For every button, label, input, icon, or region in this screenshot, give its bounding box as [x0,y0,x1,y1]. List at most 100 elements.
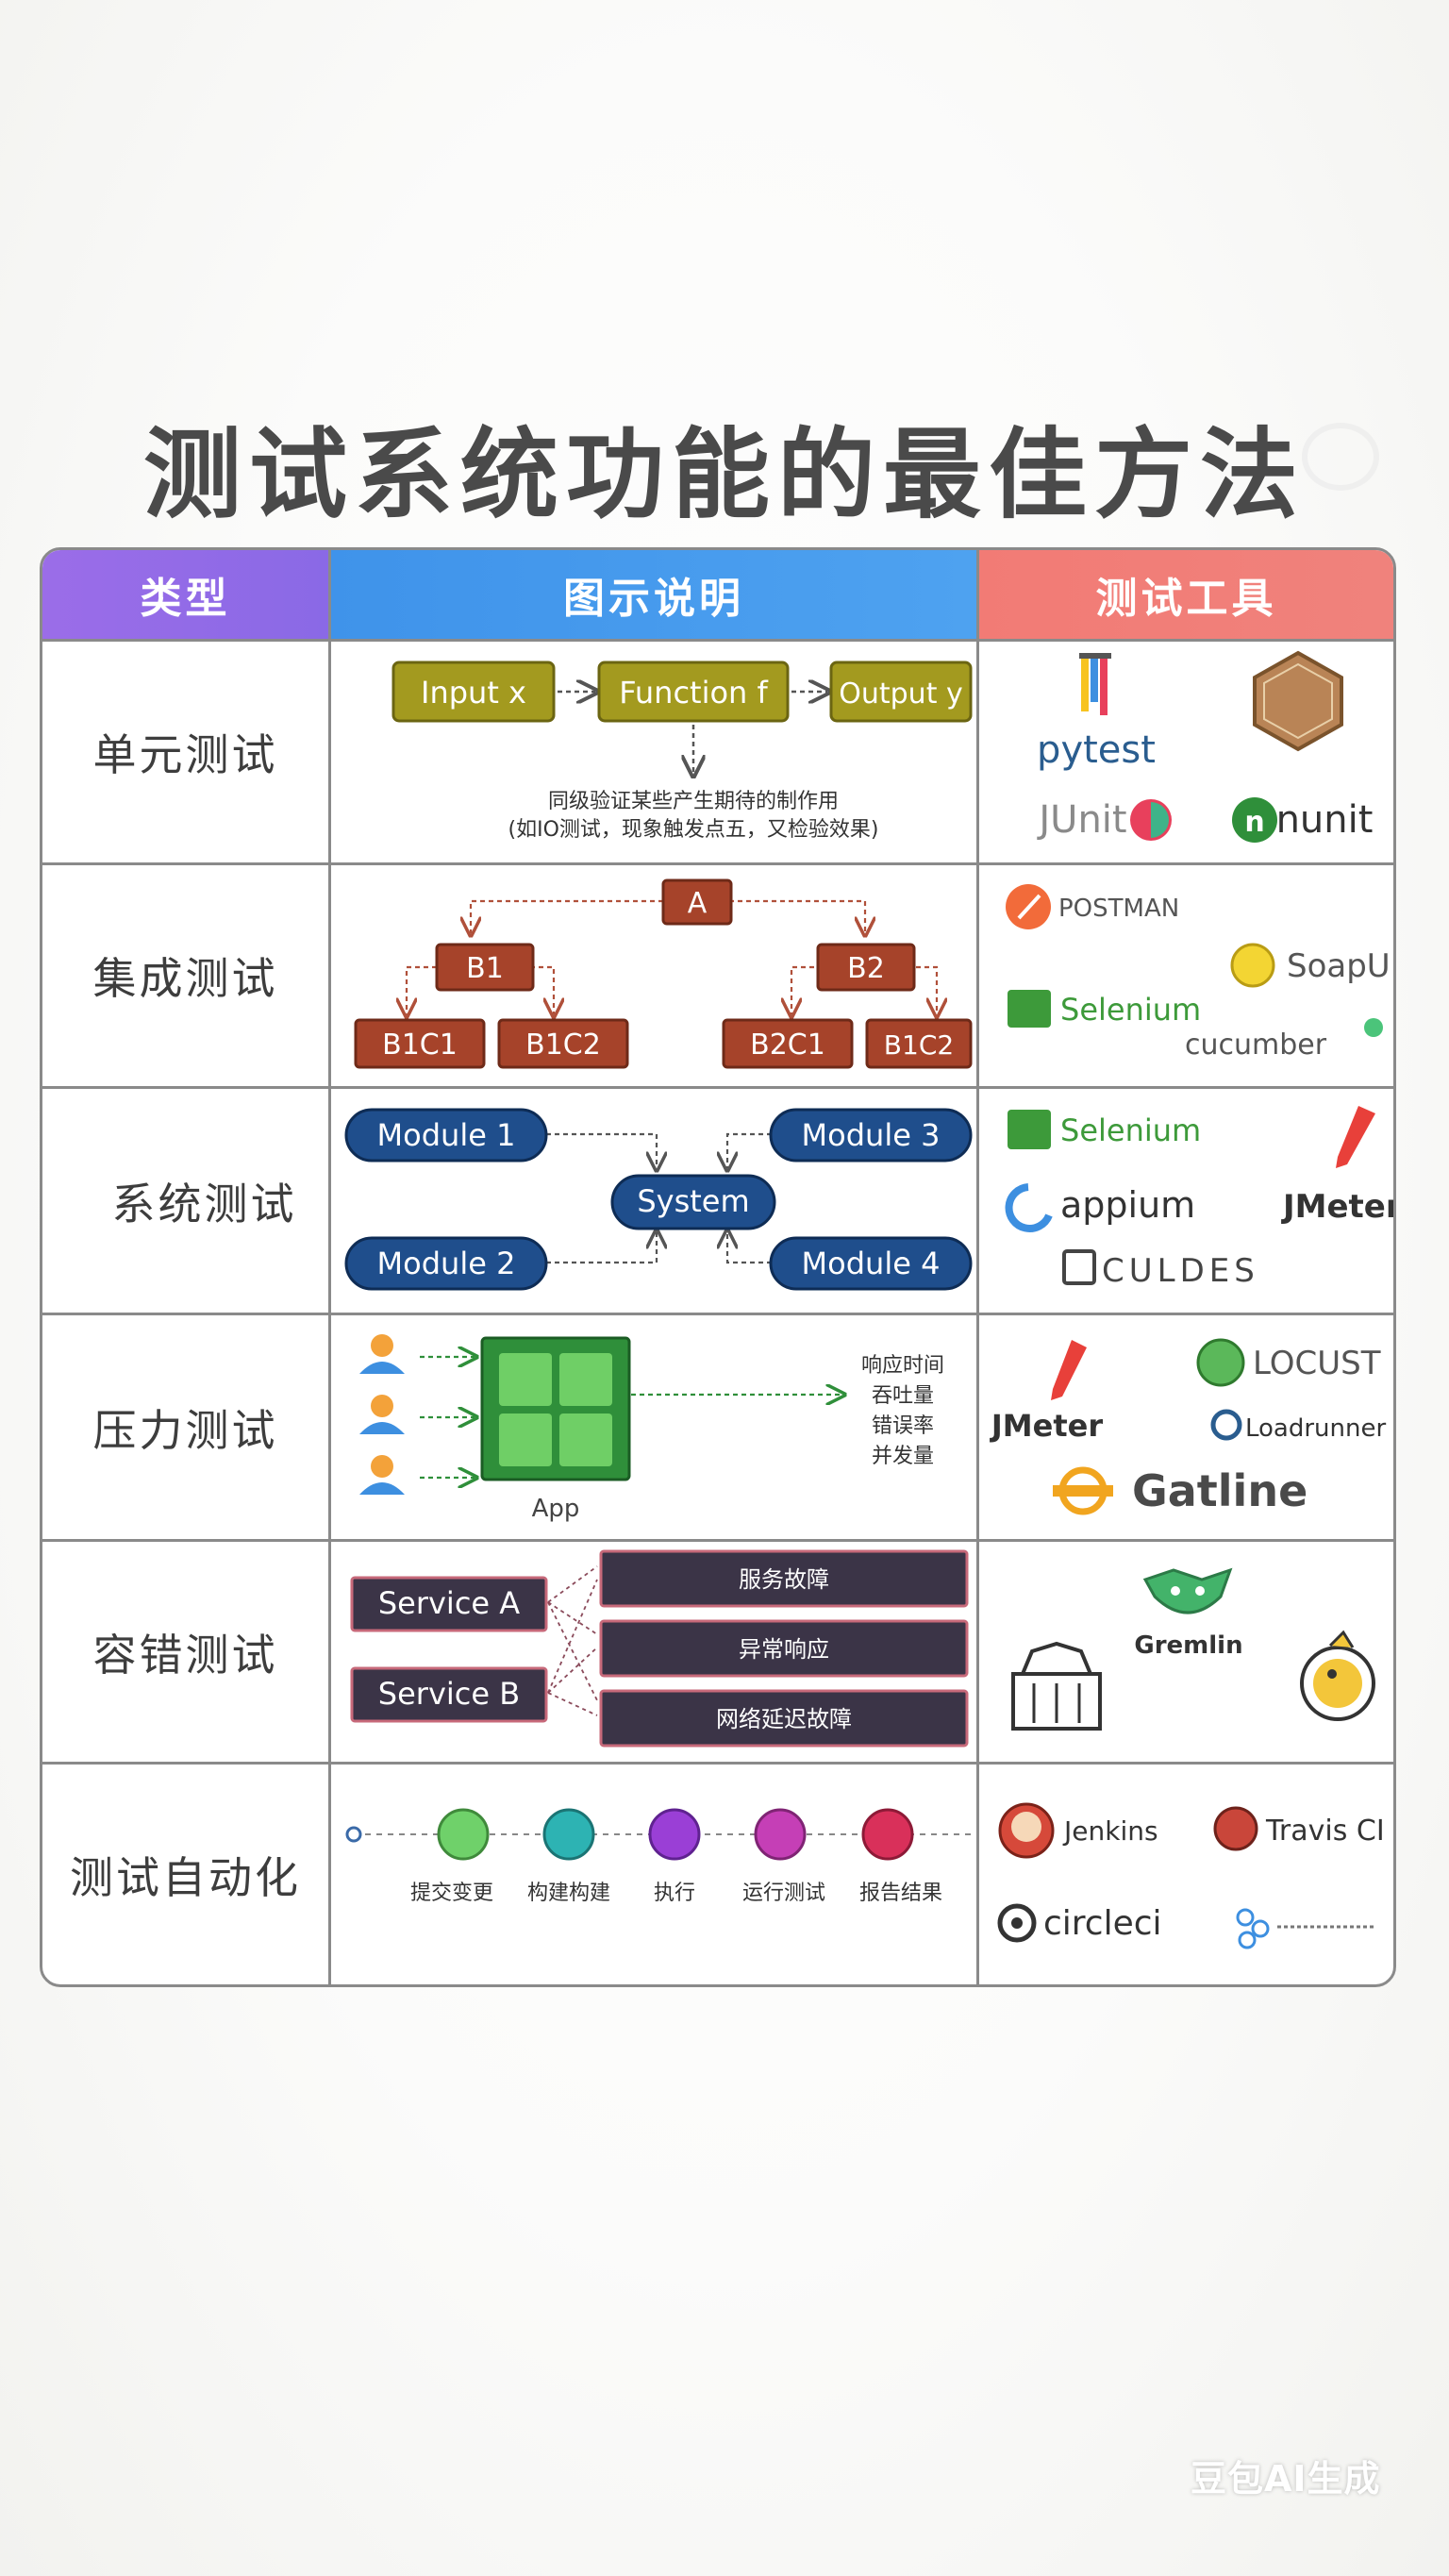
module-node [769,1108,973,1163]
tool-culdes: CULDES [1102,1252,1259,1290]
selenium-icon [1008,1110,1051,1149]
integration-tree-diagram: A B1 B2 B1C1 B1C2 B2C1 B1C2 [354,878,973,1069]
tree-label-leaf: B1C2 [884,1029,954,1061]
pipeline-step-label: 执行 [654,1882,695,1905]
pipeline-step-label: 报告结果 [859,1882,942,1905]
soapui-icon [1230,943,1275,988]
row-label-fault: 容错测试 [92,1629,278,1681]
fault-label: 网络延迟故障 [716,1706,852,1732]
row-divider [42,639,1393,642]
flow-label-function: Function f [619,675,768,711]
nunit-logo-letter: n [1244,806,1264,839]
flow-box [829,661,973,723]
pipeline-step-label: 提交变更 [410,1882,493,1905]
column-divider [328,550,331,1984]
row-label-stress: 压力测试 [92,1404,278,1456]
tool-soapui: SoapUI [1287,947,1393,985]
unit-caption-2: (如IO测试，现象触发点五，又检验效果) [508,818,879,842]
module-label-4: Module 4 [802,1246,941,1281]
metric-label: 吞吐量 [872,1384,934,1408]
fault-box [599,1549,969,1608]
fault-test-tools: Gremlin [1011,1567,1375,1731]
loadrunner-icon [1210,1409,1242,1441]
module-label-1: Module 1 [377,1117,516,1153]
tool-locust: LOCUST [1253,1345,1381,1382]
pipeline-step [437,1808,490,1861]
selenium-icon [1008,990,1051,1028]
row-divider [42,1313,1393,1315]
gatling-icon [1053,1485,1113,1497]
flow-label-output: Output y [839,677,963,711]
automation-tools: Jenkins Travis CI circleci [997,1802,1385,1949]
row-label-unit: 单元测试 [92,729,278,780]
row-divider [42,1762,1393,1765]
tree-label-leaf: B1C2 [525,1029,601,1062]
flow-box [597,661,790,723]
fault-connections [547,1565,598,1716]
module-label-3: Module 3 [802,1117,941,1153]
tool-loadrunner: Loadrunner [1245,1414,1386,1443]
tree-node-root [661,878,733,926]
system-test-tools: Selenium appium JMeter CULDES [1005,1106,1393,1290]
module-label-2: Module 2 [377,1246,516,1281]
tool-gatling: Gatline [1132,1465,1307,1516]
tree-node [435,943,535,992]
tree-leaf [722,1018,854,1069]
page-title: 测试系统功能的最佳方法 [142,417,1306,532]
unit-test-diagram: Input x Function f Output y 同级验证某些产生期待的制… [391,661,973,842]
app-tile [499,1413,552,1466]
row-divider [42,1086,1393,1089]
row-label-system: 系统测试 [111,1178,297,1229]
tool-cucumber: cucumber [1185,1029,1327,1062]
stress-test-diagram: App 响应时间 吞吐量 错误率 并发量 [359,1334,944,1523]
tool-circleci: circleci [1043,1904,1162,1943]
tool-jenkins: Jenkins [1062,1815,1158,1847]
header-diagram: 图示说明 [331,550,976,639]
jenkins-icon [1011,1812,1041,1842]
circleci-icon [997,1903,1037,1943]
header-type: 类型 [42,550,328,639]
tree-leaf [497,1018,629,1069]
module-node [769,1236,973,1291]
tool-travis: Travis CI [1265,1815,1385,1848]
user-icon [359,1395,405,1434]
cultures-icon [1062,1249,1096,1285]
module-node [344,1236,548,1291]
flow-box [391,661,556,723]
metric-label: 响应时间 [861,1354,944,1378]
tool-pytest: pytest [1037,728,1156,772]
app-tile [559,1413,612,1466]
tool-postman: POSTMAN [1058,895,1179,923]
fault-box [599,1619,969,1678]
service-label-b: Service B [378,1676,520,1712]
tool-selenium: Selenium [1060,992,1201,1028]
integration-test-tools: POSTMAN SoapUI Selenium cucumber [1006,884,1393,1062]
circleci-icon [1011,1917,1023,1929]
tree-label-leaf: B2C1 [750,1029,825,1062]
row-divider [42,1539,1393,1542]
tool-junit: JUnit [1036,798,1126,842]
pipeline-step-label: 构建构建 [527,1882,610,1905]
user-icon [359,1334,405,1374]
system-node [610,1174,776,1230]
pipeline-step [648,1808,701,1861]
tree-leaf [865,1018,973,1069]
flow-label-input: Input x [421,675,526,711]
unit-caption-1: 同级验证某些产生期待的制作用 [548,790,839,813]
nose-badge-icon [1253,650,1343,752]
pytest-icon [1079,653,1111,715]
pipeline-step [754,1808,807,1861]
tool-jmeter: JMeter [1281,1188,1393,1226]
column-divider [976,550,979,1984]
fault-tolerance-diagram: Service A Service B 服务故障 异常响应 网络延迟故障 [350,1549,969,1748]
tool-jmeter-2: JMeter [990,1408,1103,1444]
row-label-automation: 测试自动化 [70,1851,301,1903]
service-label-a: Service A [378,1585,520,1621]
metric-label: 并发量 [872,1445,934,1468]
tool-gremlin: Gremlin [1134,1631,1242,1660]
cucumber-icon [1364,1018,1383,1037]
pipeline-step [861,1808,914,1861]
service-box [350,1666,548,1723]
junit-logo-icon [1151,802,1169,838]
system-modules-diagram: Module 1 Module 2 Module 3 Module 4 Syst… [344,1108,973,1291]
